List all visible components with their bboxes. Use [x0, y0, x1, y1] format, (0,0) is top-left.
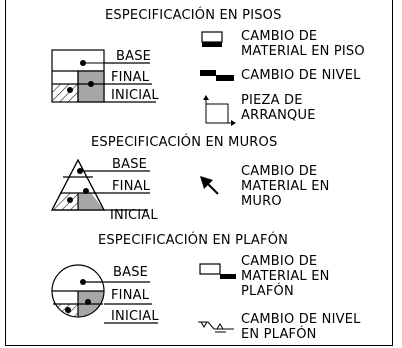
wall-base-label: BASE: [112, 157, 148, 172]
floor-legend-material-line1: CAMBIO DE: [241, 29, 318, 44]
ceiling-final-label: FINAL: [111, 288, 150, 303]
ceiling-legend-material-line1: CAMBIO DE: [241, 254, 318, 269]
material-change-floor-icon: [201, 31, 223, 47]
floor-base-label: BASE: [116, 49, 152, 64]
wall-initial-label: INICIAL: [110, 208, 158, 223]
ceiling-initial-label: INICIAL: [111, 309, 159, 324]
floor-section-title: ESPECIFICACIÓN EN PISOS: [105, 8, 282, 23]
wall-spec-symbol: [51, 158, 150, 211]
starting-piece-icon: [203, 95, 236, 126]
floor-final-label: FINAL: [111, 70, 150, 85]
level-change-icon: [200, 70, 234, 81]
wall-final-label: FINAL: [112, 179, 151, 194]
floor-legend-start-line2: ARRANQUE: [241, 108, 316, 123]
material-change-ceiling-icon: [199, 263, 236, 279]
ceiling-legend-material-line2: MATERIAL EN: [241, 269, 330, 284]
wall-section-title: ESPECIFICACIÓN EN MUROS: [91, 135, 278, 150]
ceiling-legend-level-line2: EN PLAFÓN: [241, 327, 317, 342]
ceiling-level-change-icon: [198, 321, 234, 333]
ceiling-legend-material-line3: PLAFÓN: [241, 284, 294, 299]
floor-initial-label: INICIAL: [111, 88, 159, 103]
floor-legend-material-line2: MATERIAL EN PISO: [241, 44, 365, 59]
floor-spec-symbol: [51, 49, 156, 103]
wall-legend-line2: MATERIAL EN: [241, 179, 330, 194]
wall-material-arrow-icon: [200, 176, 219, 195]
ceiling-base-label: BASE: [113, 265, 149, 280]
ceiling-legend-level-line1: CAMBIO DE NIVEL: [241, 312, 361, 327]
wall-legend-line3: MURO: [241, 194, 282, 209]
floor-legend-level: CAMBIO DE NIVEL: [241, 68, 361, 83]
floor-legend-start-line1: PIEZA DE: [241, 93, 303, 108]
legend-frame: [5, 0, 393, 346]
ceiling-section-title: ESPECIFICACIÓN EN PLAFÓN: [98, 233, 289, 248]
wall-legend-line1: CAMBIO DE: [241, 164, 318, 179]
